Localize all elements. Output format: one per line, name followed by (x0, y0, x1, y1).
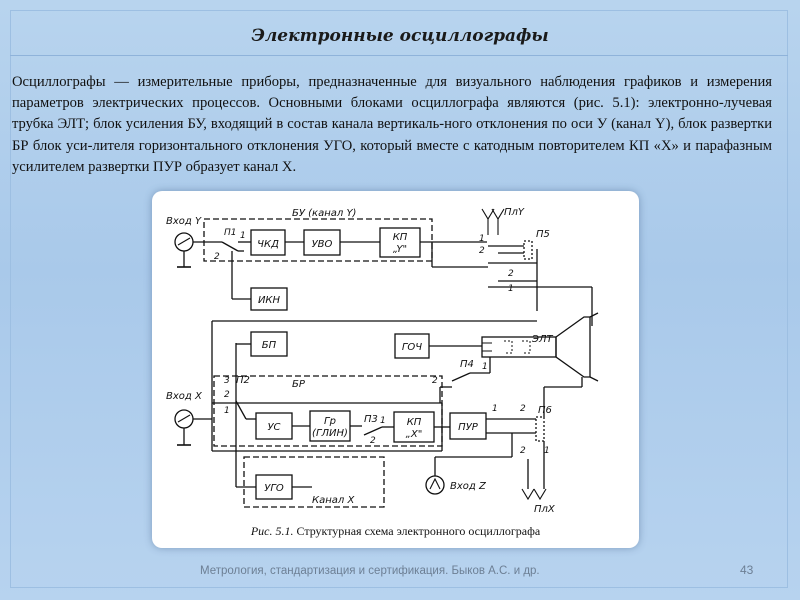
figure-caption-ref: Рис. 5.1. (250, 524, 294, 538)
crt-label: ЭЛТ (531, 334, 554, 345)
switch-p1-label: П1 (224, 228, 237, 238)
input-z-label: Вход Z (450, 481, 487, 492)
block-chkd-label: ЧКД (257, 239, 279, 250)
switch-p6-pos1b: 1 (544, 446, 550, 456)
group-bu-outline (203, 218, 433, 262)
slide-title: Электронные осциллографы (251, 26, 549, 46)
switch-p6-pos1a: 1 (492, 404, 498, 414)
input-y-label: Вход Y (166, 216, 202, 227)
plates-x-label: ПлX (534, 504, 556, 515)
block-kp-y-label-bottom: „Y" (393, 244, 407, 255)
switch-p5-pos1b: 1 (508, 284, 514, 294)
block-gr-label-top: Гр (324, 416, 336, 427)
figure-card: Вход Y БУ (канал Y) П1 1 2 ЧКД УВО КП „Y… (152, 191, 639, 548)
crt-bulb (555, 316, 591, 378)
switch-p4-label: П4 (460, 359, 474, 370)
switch-p3-label: П3 (364, 414, 378, 425)
block-kp-x-label-top: КП (407, 417, 422, 428)
figure-caption: Рис. 5.1. Структурная схема электронного… (152, 524, 639, 539)
switch-p6-pos2b: 2 (520, 446, 526, 456)
group-kanal-x-label: Канал X (312, 495, 355, 506)
block-us-label: УС (267, 422, 280, 433)
switch-p3-pos2: 2 (370, 436, 376, 446)
title-divider (10, 55, 788, 56)
input-x-label: Вход X (166, 391, 203, 402)
switch-p3-pos1: 1 (380, 416, 386, 426)
block-pur-label: ПУР (458, 422, 479, 433)
figure-caption-text: Структурная схема электронного осциллогр… (296, 524, 541, 538)
block-goch-label: ГОЧ (402, 342, 422, 353)
group-bu-label: БУ (канал Y) (292, 208, 356, 219)
block-gr-label-bottom: (ГЛИН) (312, 428, 348, 439)
group-kanal-x-outline (243, 456, 385, 508)
switch-p6-pos2a: 2 (520, 404, 526, 414)
switch-p5-label: П5 (536, 229, 550, 240)
switch-p2-pos2: 2 (224, 390, 230, 400)
switch-p2-label: П2 (236, 375, 250, 386)
plates-y-label: ПлY (504, 207, 525, 218)
group-br-label: БР (292, 379, 306, 390)
block-kp-y-label-top: КП (393, 232, 408, 243)
oscilloscope-block-diagram: Вход Y БУ (канал Y) П1 1 2 ЧКД УВО КП „Y… (166, 207, 599, 515)
block-uvo-label: УВО (312, 239, 333, 250)
switch-p4-pos1: 1 (482, 362, 488, 372)
switch-p5-pos2b: 2 (508, 269, 514, 279)
switch-p1-pos2: 2 (214, 252, 220, 262)
block-bp-label: БП (262, 340, 277, 351)
switch-p4-pos2: 2 (432, 376, 438, 386)
block-ugo-label: УГО (264, 483, 284, 494)
block-kp-x-label-bottom: „X" (406, 429, 423, 440)
block-pur (449, 412, 487, 440)
switch-p2-pos1: 1 (224, 406, 230, 416)
page-number: 43 (740, 563, 754, 577)
switch-p2-pos3: 3 (224, 376, 230, 386)
switch-p6-label: П6 (538, 405, 552, 416)
block-ikn-label: ИКН (258, 295, 281, 306)
switch-p5-pos1a: 1 (479, 234, 485, 244)
slide-body-text: Осциллографы — измерительные приборы, пр… (12, 74, 772, 175)
slide-frame (10, 10, 788, 588)
switch-p5-pos2a: 2 (479, 246, 485, 256)
switch-p1-pos1: 1 (240, 231, 246, 241)
slide-footer: Метрология, стандартизация и сертификаци… (200, 565, 540, 577)
